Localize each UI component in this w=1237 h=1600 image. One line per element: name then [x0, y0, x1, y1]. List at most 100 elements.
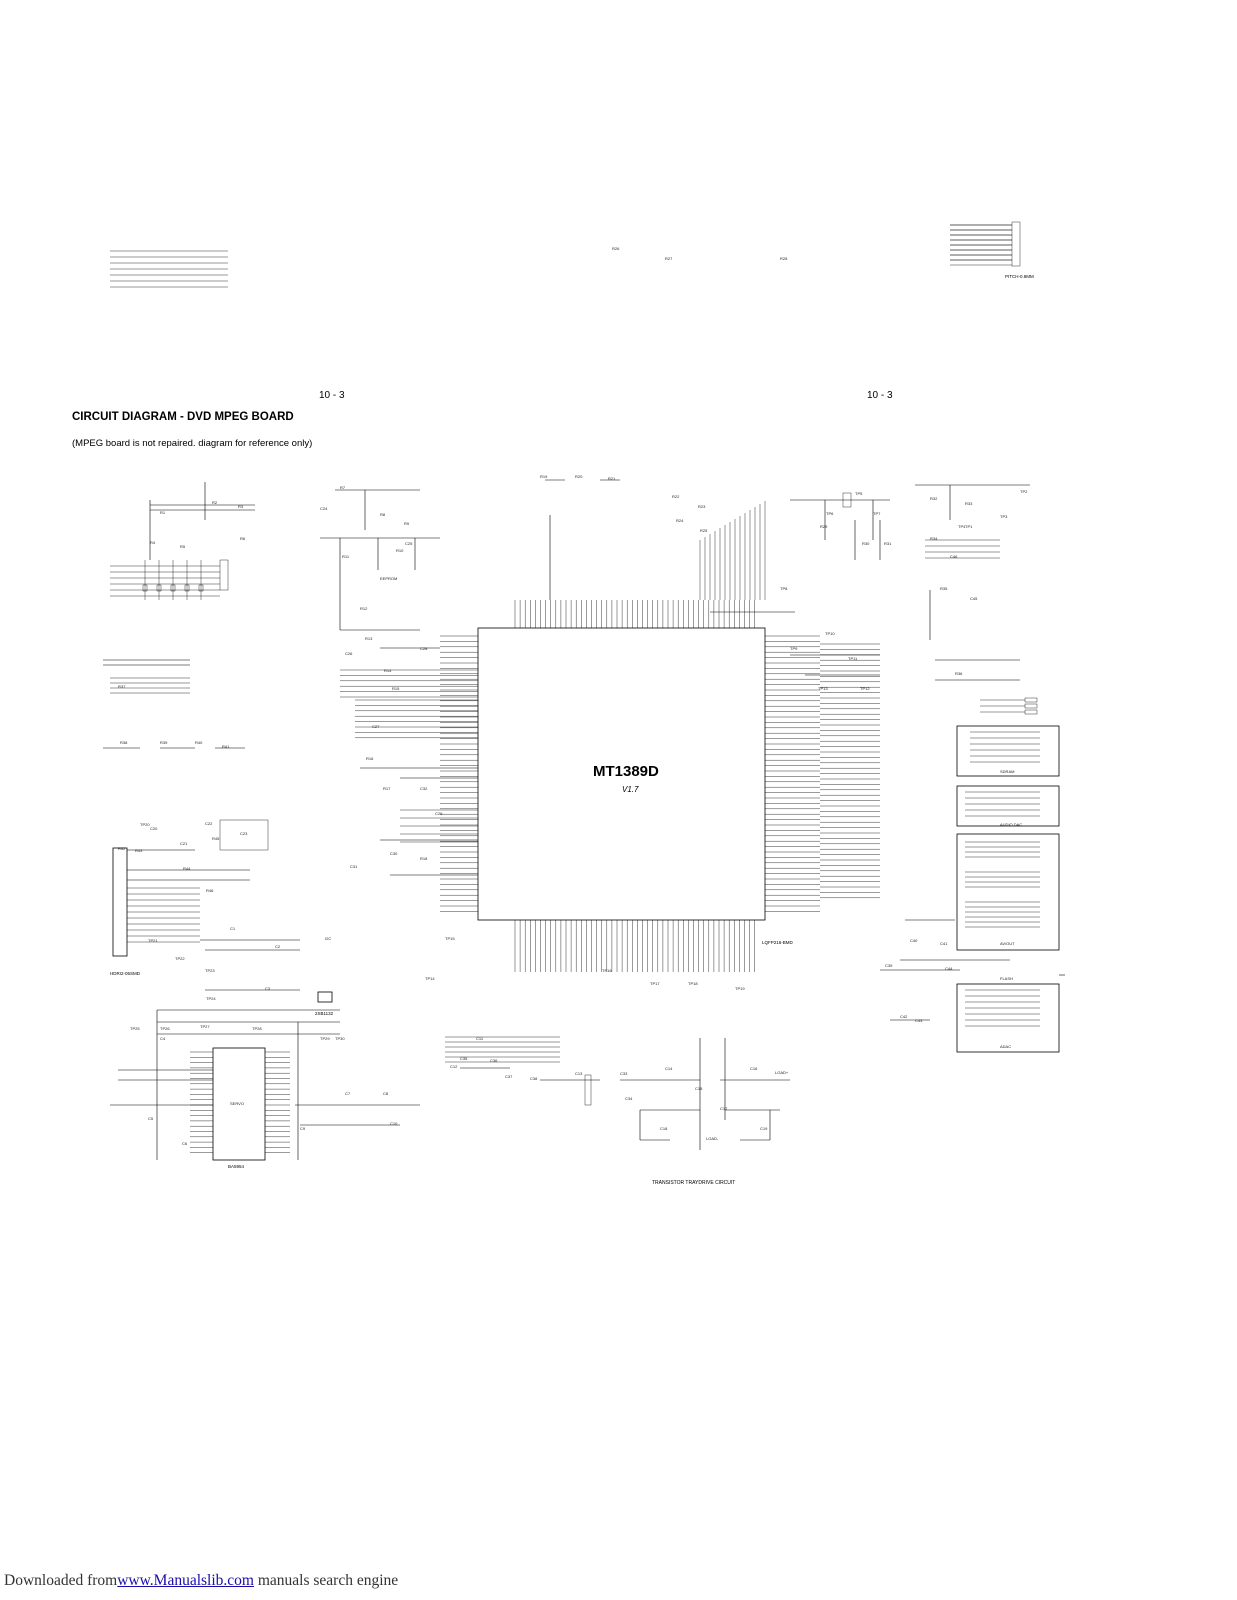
test-point [142, 584, 148, 592]
component-label: R14 [384, 668, 392, 673]
component-label: TP21 [148, 938, 158, 943]
block-label: AUDIO DAC [1000, 822, 1022, 827]
component-label: TP16 [602, 968, 612, 973]
component-label: R31 [884, 541, 892, 546]
component-label: R17 [383, 786, 391, 791]
component-label: R22 [672, 494, 680, 499]
component-label: C8 [383, 1091, 389, 1096]
component-label: R15 [392, 686, 400, 691]
component-label: TP12 [860, 686, 870, 691]
component-label: R23 [698, 504, 706, 509]
page-number-left: 10 - 3 [319, 390, 345, 401]
component-label: TP3 [1000, 514, 1008, 519]
component-label: TP18 [688, 981, 698, 986]
component-label: C1 [230, 926, 236, 931]
component-label: R43 [135, 848, 143, 853]
block-label: I2C [325, 936, 331, 941]
component-label: R34 [930, 536, 938, 541]
test-point [198, 584, 204, 592]
component-label: C17 [720, 1106, 728, 1111]
component-label: TP6 [826, 511, 834, 516]
component-label: R35 [940, 586, 948, 591]
block-label: SERVO [230, 1101, 244, 1106]
component-label: C38 [530, 1076, 538, 1081]
footer-prefix: Downloaded from [4, 1572, 118, 1589]
component-label: R44 [183, 866, 191, 871]
component-label: C46 [950, 554, 958, 559]
component-label: C41 [940, 941, 948, 946]
component-label: R7 [340, 485, 346, 490]
regulator-label: 2SB1132 [315, 1011, 334, 1016]
component-label: R46 [206, 888, 214, 893]
main-chip-version: V1.7 [622, 785, 639, 794]
connector-small [219, 559, 229, 591]
component-label: TP28 [252, 1026, 262, 1031]
main-chip-name: MT1389D [593, 763, 659, 780]
ba5954-chip-outline [212, 1047, 266, 1161]
component-label: C43 [915, 1018, 923, 1023]
resistor-array [1024, 703, 1038, 709]
schematic-wires [103, 221, 1065, 1160]
component-label: TP22 [175, 956, 185, 961]
component-label: C31 [350, 864, 358, 869]
component-label: TP17 [650, 981, 660, 986]
shield-box [219, 819, 269, 851]
component-label: R25 [700, 528, 708, 533]
component-label: TP8 [780, 586, 788, 591]
component-label: C20 [150, 826, 158, 831]
component-label: R6 [240, 536, 246, 541]
component-label: C21 [180, 841, 188, 846]
block-label: AV/OUT [1000, 941, 1015, 946]
component-label: R10 [396, 548, 404, 553]
component-label: TP13 [818, 686, 828, 691]
component-label: C12 [450, 1064, 458, 1069]
component-label: C30 [390, 851, 398, 856]
connector-left-outline [112, 847, 128, 957]
component-label: R8 [380, 512, 386, 517]
component-label: C32 [420, 786, 428, 791]
component-label: TP24 [206, 996, 216, 1001]
component-label: R20 [575, 474, 583, 479]
component-label: C23 [240, 831, 248, 836]
component-label: R28 [780, 256, 788, 261]
component-label: R1 [160, 510, 166, 515]
component-label: C24 [320, 506, 328, 511]
page-subtitle: (MPEG board is not repaired. diagram for… [72, 438, 313, 449]
component-label: R13 [365, 636, 373, 641]
component-label: TP4 [958, 524, 966, 529]
component-label: C16 [750, 1066, 758, 1071]
component-label: R12 [360, 606, 368, 611]
audio-block-right [956, 725, 1060, 777]
component-label: R36 [955, 671, 963, 676]
component-label: C13 [575, 1071, 583, 1076]
component-label: TP15 [445, 936, 455, 941]
component-label: C27 [372, 724, 380, 729]
component-label: TP2 [1020, 489, 1028, 494]
block-label: ADAC [1000, 1044, 1011, 1049]
component-label: C18 [660, 1126, 668, 1131]
sdram-block-right [956, 833, 1060, 951]
component-label: R16 [366, 756, 374, 761]
component-label: R45 [212, 836, 220, 841]
component-label: C25 [405, 541, 413, 546]
component-label: C35 [460, 1056, 468, 1061]
connector-right [1011, 221, 1021, 267]
video-block-right [956, 785, 1060, 827]
component-label: TP7 [873, 511, 881, 516]
main-chip-package: LQFP216-BMD [762, 940, 794, 945]
page-number-right: 10 - 3 [867, 390, 893, 401]
crystal [842, 492, 852, 508]
component-label: C42 [900, 1014, 908, 1019]
component-label: C7 [345, 1091, 351, 1096]
component-label: C40 [910, 938, 918, 943]
component-label: C34 [625, 1096, 633, 1101]
component-label: C3 [265, 986, 271, 991]
component-label: C26 [345, 651, 353, 656]
component-label: R18 [420, 856, 428, 861]
manualslib-link[interactable]: www.Manualslib.com [117, 1572, 254, 1589]
component-label: R38 [120, 740, 128, 745]
component-label: TP27 [200, 1024, 210, 1029]
block-label: FLASH [1000, 976, 1013, 981]
left-chip-name: BA5954 [228, 1164, 245, 1169]
component-label: C36 [490, 1058, 498, 1063]
